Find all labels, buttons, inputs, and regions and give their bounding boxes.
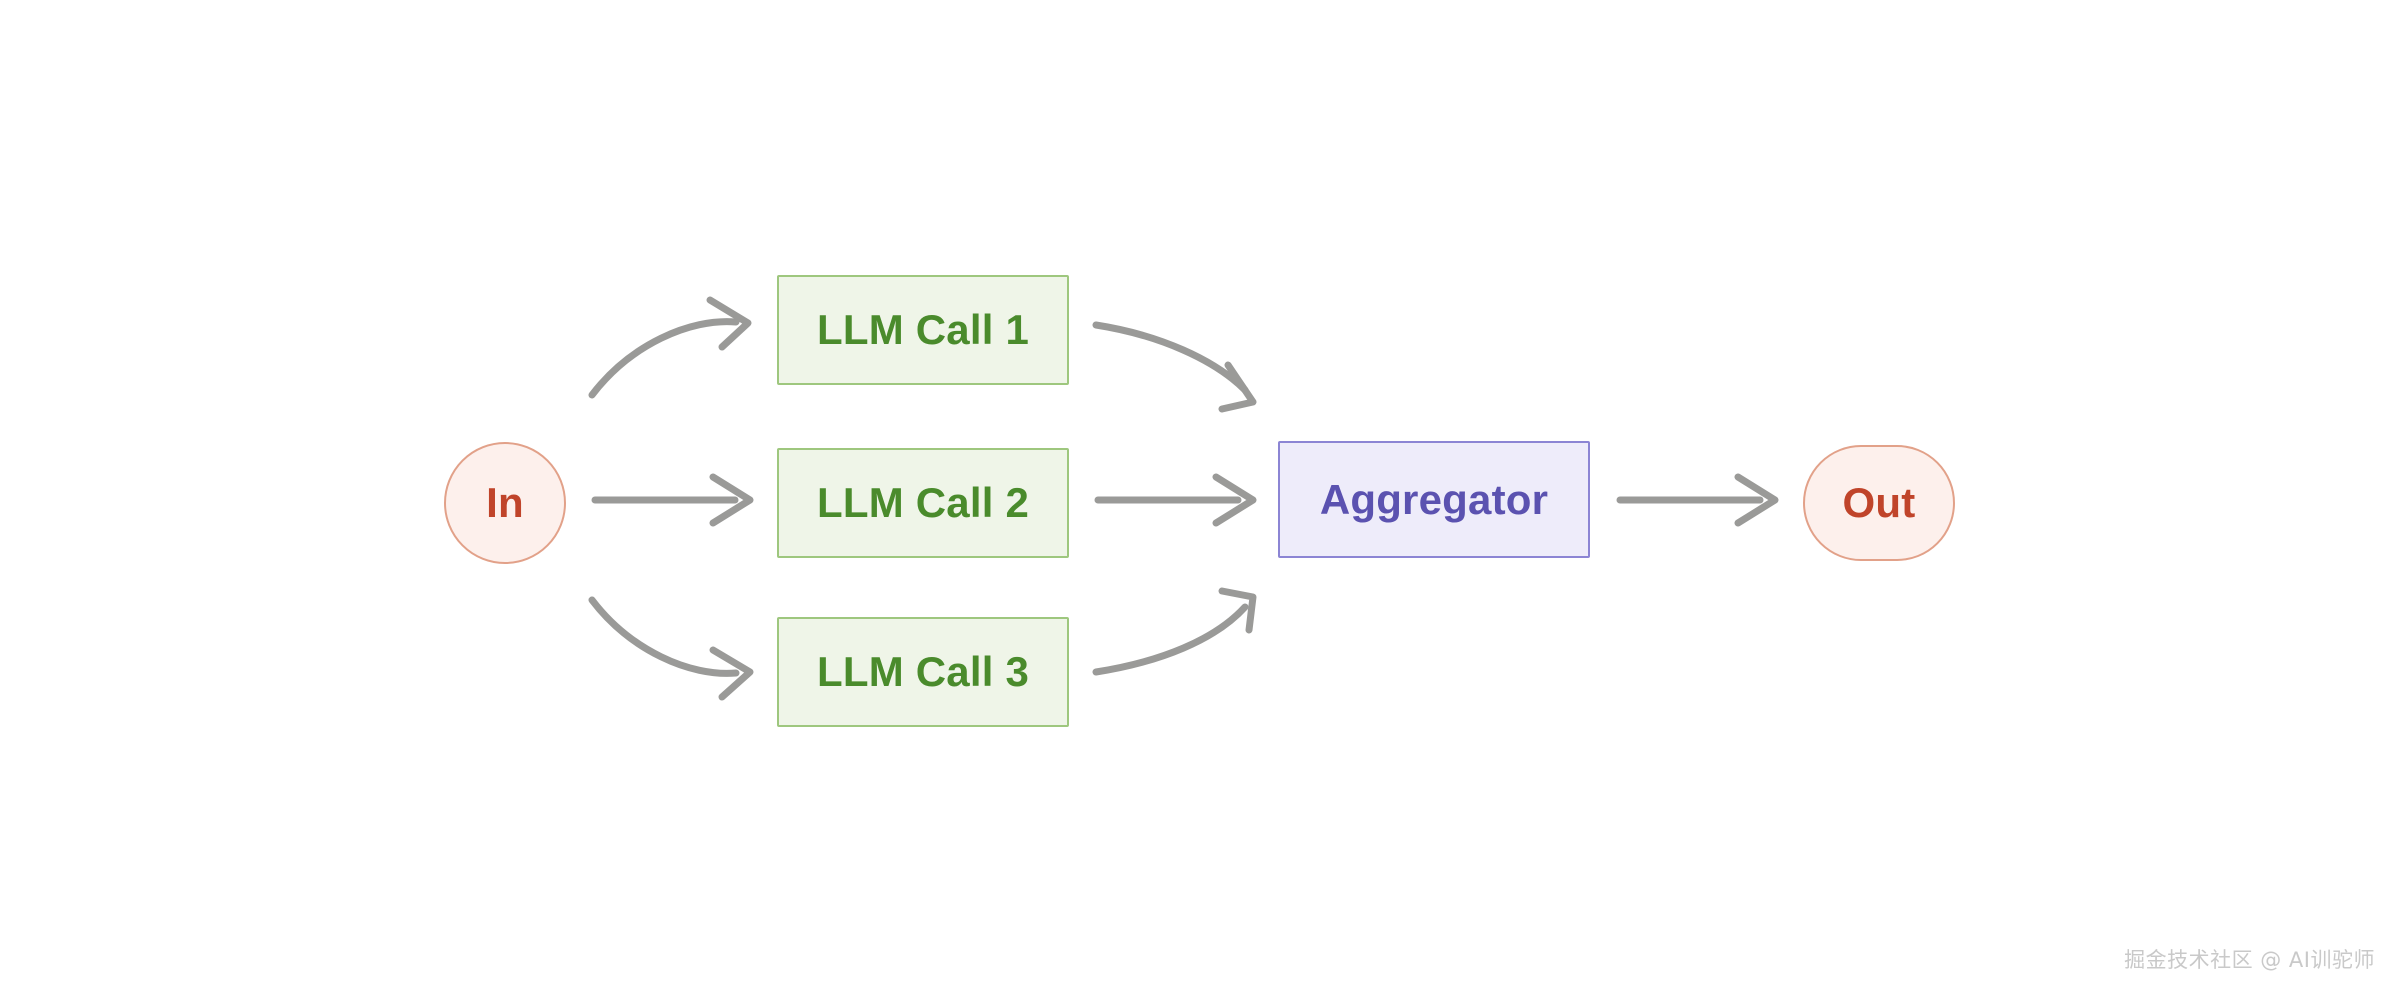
node-llm-call-2[interactable]: LLM Call 2 (777, 448, 1069, 558)
edge-llm-call-3-to-aggregator (1092, 587, 1257, 676)
node-llm-call-1[interactable]: LLM Call 1 (777, 275, 1069, 385)
edge-in-to-llm-call-1 (588, 296, 752, 399)
edge-in-to-llm-call-3 (588, 596, 754, 701)
node-llm-call-2-label: LLM Call 2 (816, 479, 1030, 526)
node-aggregator-label: Aggregator (1319, 475, 1549, 523)
node-out-label: Out (1842, 479, 1916, 526)
node-llm-call-3[interactable]: LLM Call 3 (777, 617, 1069, 727)
node-llm-call-1-label: LLM Call 1 (816, 306, 1030, 353)
node-aggregator[interactable]: Aggregator (1278, 441, 1590, 558)
node-in-label: In (486, 479, 524, 526)
watermark: 掘金技术社区 @ AI训驼师 (2124, 948, 2375, 972)
edge-aggregator-to-out (1616, 473, 1779, 527)
node-llm-call-3-label: LLM Call 3 (816, 648, 1030, 695)
edge-llm-call-2-to-aggregator (1094, 473, 1257, 527)
edge-llm-call-1-to-aggregator (1092, 321, 1257, 413)
edge-in-to-llm-call-2 (591, 473, 754, 527)
node-out[interactable]: Out (1803, 445, 1955, 561)
node-in[interactable]: In (444, 442, 566, 564)
